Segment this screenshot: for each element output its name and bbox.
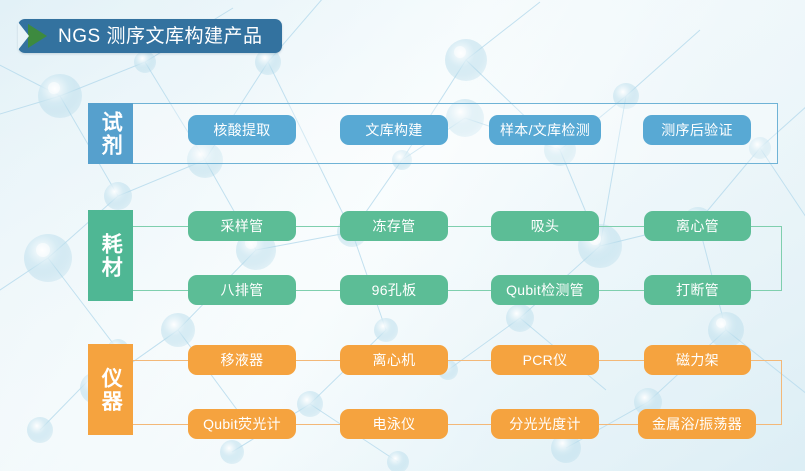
- consumable-item-5-label: 96孔板: [371, 282, 417, 298]
- category-label-reagent-text: 试剂: [99, 110, 123, 157]
- reagent-item-1[interactable]: 文库构建: [340, 115, 448, 145]
- instrument-item-2-label: PCR仪: [522, 352, 568, 368]
- consumable-item-2-label: 吸头: [530, 218, 560, 234]
- instrument-item-6-label: 分光光度计: [509, 416, 581, 432]
- page-title-banner: NGS 测序文库构建产品: [18, 19, 283, 53]
- category-label-reagent: 试剂: [88, 103, 133, 164]
- consumable-item-3-label: 离心管: [676, 218, 719, 234]
- category-label-instrument: 仪器: [88, 344, 133, 435]
- instrument-item-1[interactable]: 离心机: [340, 345, 448, 375]
- consumable-connector-line-2d: [599, 290, 644, 291]
- instrument-item-7[interactable]: 金属浴/振荡器: [638, 409, 756, 439]
- reagent-item-3[interactable]: 测序后验证: [643, 115, 751, 145]
- instrument-item-5[interactable]: 电泳仪: [340, 409, 448, 439]
- instrument-item-4-label: Qubit荧光计: [203, 416, 281, 432]
- reagent-item-1-label: 文库构建: [365, 122, 423, 138]
- instrument-connector-line-1a: [133, 360, 188, 361]
- consumable-item-3[interactable]: 离心管: [644, 211, 751, 241]
- category-label-consumable-text: 耗材: [99, 232, 123, 279]
- instrument-item-1-label: 离心机: [372, 352, 416, 368]
- instrument-connector-line-2d: [599, 424, 644, 425]
- consumable-connector-line-2a: [133, 290, 188, 291]
- consumable-connector-line-1d: [599, 226, 644, 227]
- consumable-connector-line-1e: [751, 226, 781, 227]
- reagent-item-2[interactable]: 样本/文库检测: [489, 115, 601, 145]
- consumable-connector-line-2c: [448, 290, 491, 291]
- instrument-item-7-label: 金属浴/振荡器: [652, 416, 742, 432]
- instrument-item-4[interactable]: Qubit荧光计: [188, 409, 296, 439]
- instrument-item-0-label: 移液器: [220, 352, 264, 368]
- category-label-instrument-text: 仪器: [99, 366, 123, 413]
- reagent-item-3-label: 测序后验证: [661, 122, 733, 138]
- consumable-connector-line-1c: [448, 226, 491, 227]
- reagent-item-2-label: 样本/文库检测: [500, 122, 590, 138]
- instrument-item-5-label: 电泳仪: [372, 416, 416, 432]
- instrument-connector-line-2b: [296, 424, 340, 425]
- instrument-connector-line-1b: [296, 360, 340, 361]
- consumable-connector-bracket: [781, 226, 782, 291]
- consumable-item-7-label: 打断管: [676, 282, 719, 298]
- consumable-connector-line-1a: [133, 226, 188, 227]
- instrument-connector-line-1c: [448, 360, 491, 361]
- instrument-item-6[interactable]: 分光光度计: [491, 409, 599, 439]
- instrument-connector-bracket: [781, 360, 782, 425]
- page-title: NGS 测序文库构建产品: [58, 25, 263, 47]
- instrument-item-3-label: 磁力架: [676, 352, 719, 368]
- consumable-item-0[interactable]: 采样管: [188, 211, 296, 241]
- consumable-item-1-label: 冻存管: [372, 218, 416, 234]
- instrument-connector-line-2e: [751, 424, 781, 425]
- arrow-notch-icon: [18, 22, 29, 50]
- consumable-item-7[interactable]: 打断管: [644, 275, 751, 305]
- consumable-item-6-label: Qubit检测管: [506, 282, 584, 298]
- consumable-item-5[interactable]: 96孔板: [340, 275, 448, 305]
- consumable-connector-line-2e: [751, 290, 781, 291]
- consumable-item-2[interactable]: 吸头: [491, 211, 599, 241]
- category-label-consumable: 耗材: [88, 210, 133, 301]
- reagent-item-0-label: 核酸提取: [213, 122, 271, 138]
- play-triangle-icon: [28, 24, 47, 48]
- instrument-item-3[interactable]: 磁力架: [644, 345, 751, 375]
- consumable-connector-line-2b: [296, 290, 340, 291]
- consumable-connector-line-1b: [296, 226, 340, 227]
- instrument-item-2[interactable]: PCR仪: [491, 345, 599, 375]
- instrument-connector-line-2c: [448, 424, 491, 425]
- instrument-connector-line-2a: [133, 424, 188, 425]
- consumable-item-4[interactable]: 八排管: [188, 275, 296, 305]
- reagent-item-0[interactable]: 核酸提取: [188, 115, 296, 145]
- consumable-item-0-label: 采样管: [220, 218, 264, 234]
- consumable-item-6[interactable]: Qubit检测管: [491, 275, 599, 305]
- instrument-connector-line-1d: [599, 360, 644, 361]
- instrument-item-0[interactable]: 移液器: [188, 345, 296, 375]
- instrument-connector-line-1e: [751, 360, 781, 361]
- consumable-item-4-label: 八排管: [220, 282, 264, 298]
- consumable-item-1[interactable]: 冻存管: [340, 211, 448, 241]
